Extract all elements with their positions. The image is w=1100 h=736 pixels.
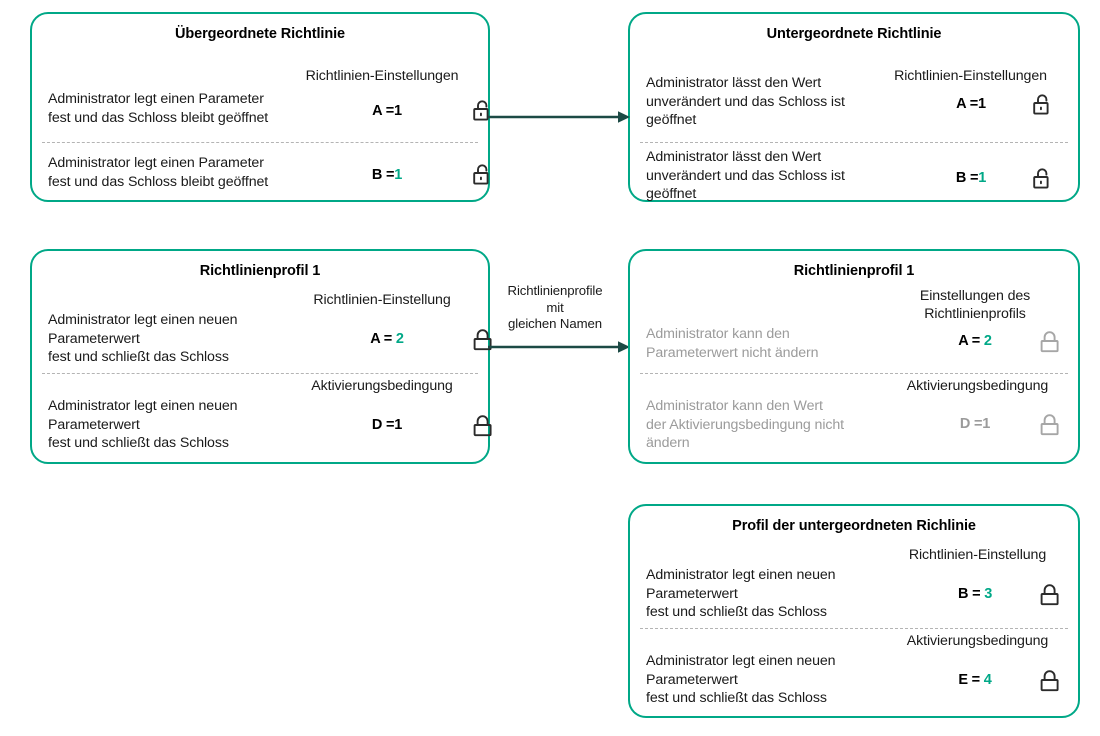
locked-icon [473,413,495,444]
box-child-policy-profile: Profil der untergeordneten Richlinie Ric… [628,504,1080,718]
row-value: A = 2 [930,333,1020,349]
row-value: B =1 [926,170,1016,186]
column-header-policy-setting: Richtlinien-Einstellung [908,547,1047,563]
arrow-profile-to-profile [488,340,632,354]
locked-icon [1040,329,1062,360]
row-divider [42,142,478,143]
table-row: Administrator legt einen neuen Parameter… [630,649,1078,715]
table-row: Administrator kann den Wert der Aktivier… [630,395,1078,461]
row-description: Administrator legt einen neuen Parameter… [646,653,836,706]
row-value: B = 3 [930,586,1020,602]
row-value: A = 2 [342,331,432,347]
row-description: Administrator legt einen neuen Parameter… [48,312,238,365]
row-value-number: 1 [977,96,986,112]
locked-icon [1040,412,1062,443]
row-value-equals: = [969,170,979,186]
row-value: A =1 [342,103,432,119]
unlocked-icon [1032,166,1054,197]
row-description: Administrator legt einen neuen Parameter… [48,398,238,451]
unlocked-icon [472,162,494,193]
row-value-equals: = [383,331,393,347]
row-description: Administrator legt einen neuen Parameter… [646,567,836,620]
row-value-equals: = [972,586,981,602]
row-value-number: 1 [394,167,403,183]
column-header-activation-condition: Aktivierungsbedingung [906,633,1049,649]
box-child-policy-title: Untergeordnete Richtlinie [766,26,942,42]
row-value-number: 1 [394,417,403,433]
row-value-equals: = [971,333,981,349]
row-value: D =1 [930,416,1020,432]
row-value-equals: = [385,167,395,183]
unlocked-icon [472,98,494,129]
row-divider [640,628,1068,629]
row-value-equals: = [385,103,394,119]
table-row: Administrator legt einen Parameter fest … [32,152,489,198]
row-value-key: E [958,672,968,688]
column-header-profile-settings: Einstellungen des Richtlinienprofils [919,288,1031,322]
row-value-number: 3 [984,586,993,602]
row-value-number: 4 [983,672,992,688]
row-description: Administrator lässt den Wert unverändert… [646,149,845,202]
row-value-number: 2 [395,331,404,347]
row-value-number: 2 [983,333,992,349]
row-value-number: 1 [982,416,991,432]
unlocked-icon [1032,92,1054,123]
box-policy-profile-right: Richtlinienprofil 1 Einstellungen des Ri… [628,249,1080,464]
arrow-parent-to-child [488,110,632,124]
box-parent-policy: Übergeordnete Richtlinie Richtlinien-Ein… [30,12,490,202]
row-value: A =1 [926,96,1016,112]
row-description: Administrator kann den Wert der Aktivier… [646,398,845,451]
row-value-number: 1 [393,103,402,119]
column-header-policy-settings: Richtlinien-Einstellungen [305,68,459,84]
row-value-equals: = [971,672,980,688]
row-value: B =1 [342,167,432,183]
row-value-number: 1 [978,170,987,186]
row-value: D =1 [342,417,432,433]
box-parent-policy-title: Übergeordnete Richtlinie [174,26,345,42]
table-row: Administrator legt einen Parameter fest … [32,90,489,136]
table-row: Administrator legt einen neuen Parameter… [32,394,492,460]
row-value-key: A [372,103,382,119]
row-value-key: A [956,96,966,112]
row-value-key: B [955,170,967,186]
row-value-key: A [370,331,380,347]
row-value-equals: = [385,417,395,433]
box-child-policy: Untergeordnete Richtlinie Richtlinien-Ei… [628,12,1080,202]
table-row: Administrator legt einen neuen Parameter… [630,562,1078,628]
locked-icon [1040,668,1062,699]
locked-icon [473,327,495,358]
table-row: Administrator kann den Parameterwert nic… [630,321,1078,373]
table-row: Administrator legt einen neuen Parameter… [32,307,492,373]
table-row: Administrator lässt den Wert unverändert… [630,148,1078,210]
table-row: Administrator lässt den Wert unverändert… [630,74,1078,136]
column-header-policy-setting: Richtlinien-Einstellung [313,292,451,308]
row-description: Administrator legt einen Parameter fest … [48,91,269,126]
arrow-profile-label: Richtlinienprofile mit gleichen Namen [507,283,603,331]
row-description: Administrator kann den Parameterwert nic… [646,326,819,361]
row-value: E = 4 [930,672,1020,688]
row-value-equals: = [969,96,978,112]
row-description: Administrator legt einen Parameter fest … [48,155,269,190]
locked-icon [1040,582,1062,613]
row-value-key: B [371,167,383,183]
box-policy-profile-right-title: Richtlinienprofil 1 [793,263,915,279]
row-value-equals: = [973,416,983,432]
column-header-activation-condition: Aktivierungsbedingung [311,378,453,394]
row-description: Administrator lässt den Wert unverändert… [646,75,845,128]
row-divider [640,373,1068,374]
box-policy-profile-left: Richtlinienprofil 1 Richtlinien-Einstell… [30,249,492,464]
box-child-policy-profile-title: Profil der untergeordneten Richlinie [732,518,976,534]
box-policy-profile-left-title: Richtlinienprofil 1 [199,263,321,279]
row-value-key: B [957,586,969,602]
row-value-key: A [958,333,968,349]
column-header-policy-settings: Richtlinien-Einstellungen [894,68,1047,84]
column-header-activation-condition: Aktivierungsbedingung [906,378,1049,394]
row-divider [42,373,478,374]
row-divider [640,142,1068,143]
row-value-key: D [371,417,383,433]
row-value-key: D [959,416,971,432]
